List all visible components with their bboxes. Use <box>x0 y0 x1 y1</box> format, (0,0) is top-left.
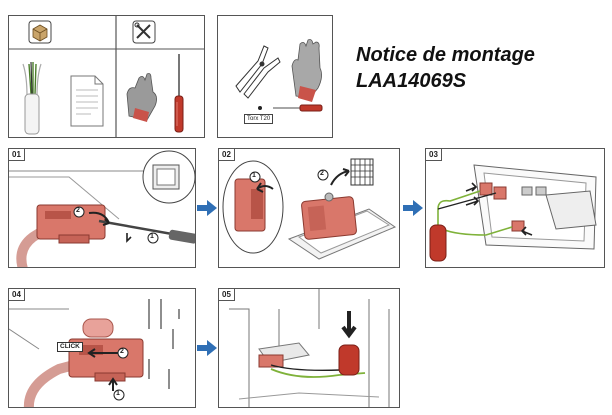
parts-tools-illustration <box>9 16 204 137</box>
step-number: 02 <box>219 149 235 161</box>
tools-panel-illustration <box>235 39 323 112</box>
step-04-illustration <box>9 299 180 407</box>
next-arrow <box>197 200 217 216</box>
tools-icon <box>132 20 156 44</box>
step-04-panel: 04 CLICK 2 1 <box>8 288 196 408</box>
step-03-illustration <box>429 164 597 262</box>
parts-tools-box <box>8 15 205 138</box>
gloves-icon <box>126 73 157 122</box>
document-icon <box>70 75 104 127</box>
step-05-panel: 05 <box>218 288 400 408</box>
step-01-marker-2: 2 <box>76 207 80 214</box>
pliers-icon <box>235 45 281 99</box>
step-04-marker-2: 2 <box>120 348 124 355</box>
package-icon <box>28 20 52 44</box>
step-number: 04 <box>9 289 25 301</box>
step-02-panel: 02 1 2 <box>218 148 400 268</box>
step-02-marker-1: 1 <box>252 172 256 179</box>
title-line-1: Notice de montage <box>356 44 535 66</box>
step-02-marker-2: 2 <box>320 170 324 177</box>
step-01-illustration <box>9 150 195 267</box>
torx-label: Torx T20 <box>244 114 274 124</box>
step-04-marker-1: 1 <box>116 390 120 397</box>
page-title: Notice de montage LAA14069S <box>356 42 535 94</box>
cable-illustration <box>22 61 42 135</box>
tools-panel: Torx T20 <box>217 15 333 138</box>
step-number: 01 <box>9 149 25 161</box>
screwdriver-icon <box>174 54 184 133</box>
next-arrow <box>403 200 423 216</box>
step-01-panel: 01 2 1 <box>8 148 196 268</box>
click-label: CLICK <box>57 342 83 352</box>
step-01-marker-1: 1 <box>150 233 154 240</box>
screwdriver-icon <box>258 104 323 112</box>
step-03-panel: 03 <box>425 148 605 268</box>
grille-icon <box>350 158 374 186</box>
step-number: 05 <box>219 289 235 301</box>
gloves-icon <box>291 39 322 102</box>
next-arrow <box>197 340 217 356</box>
step-02-illustration <box>222 158 397 260</box>
step-number: 03 <box>426 149 442 161</box>
title-line-2: LAA14069S <box>356 70 467 92</box>
step-05-illustration <box>229 289 390 407</box>
